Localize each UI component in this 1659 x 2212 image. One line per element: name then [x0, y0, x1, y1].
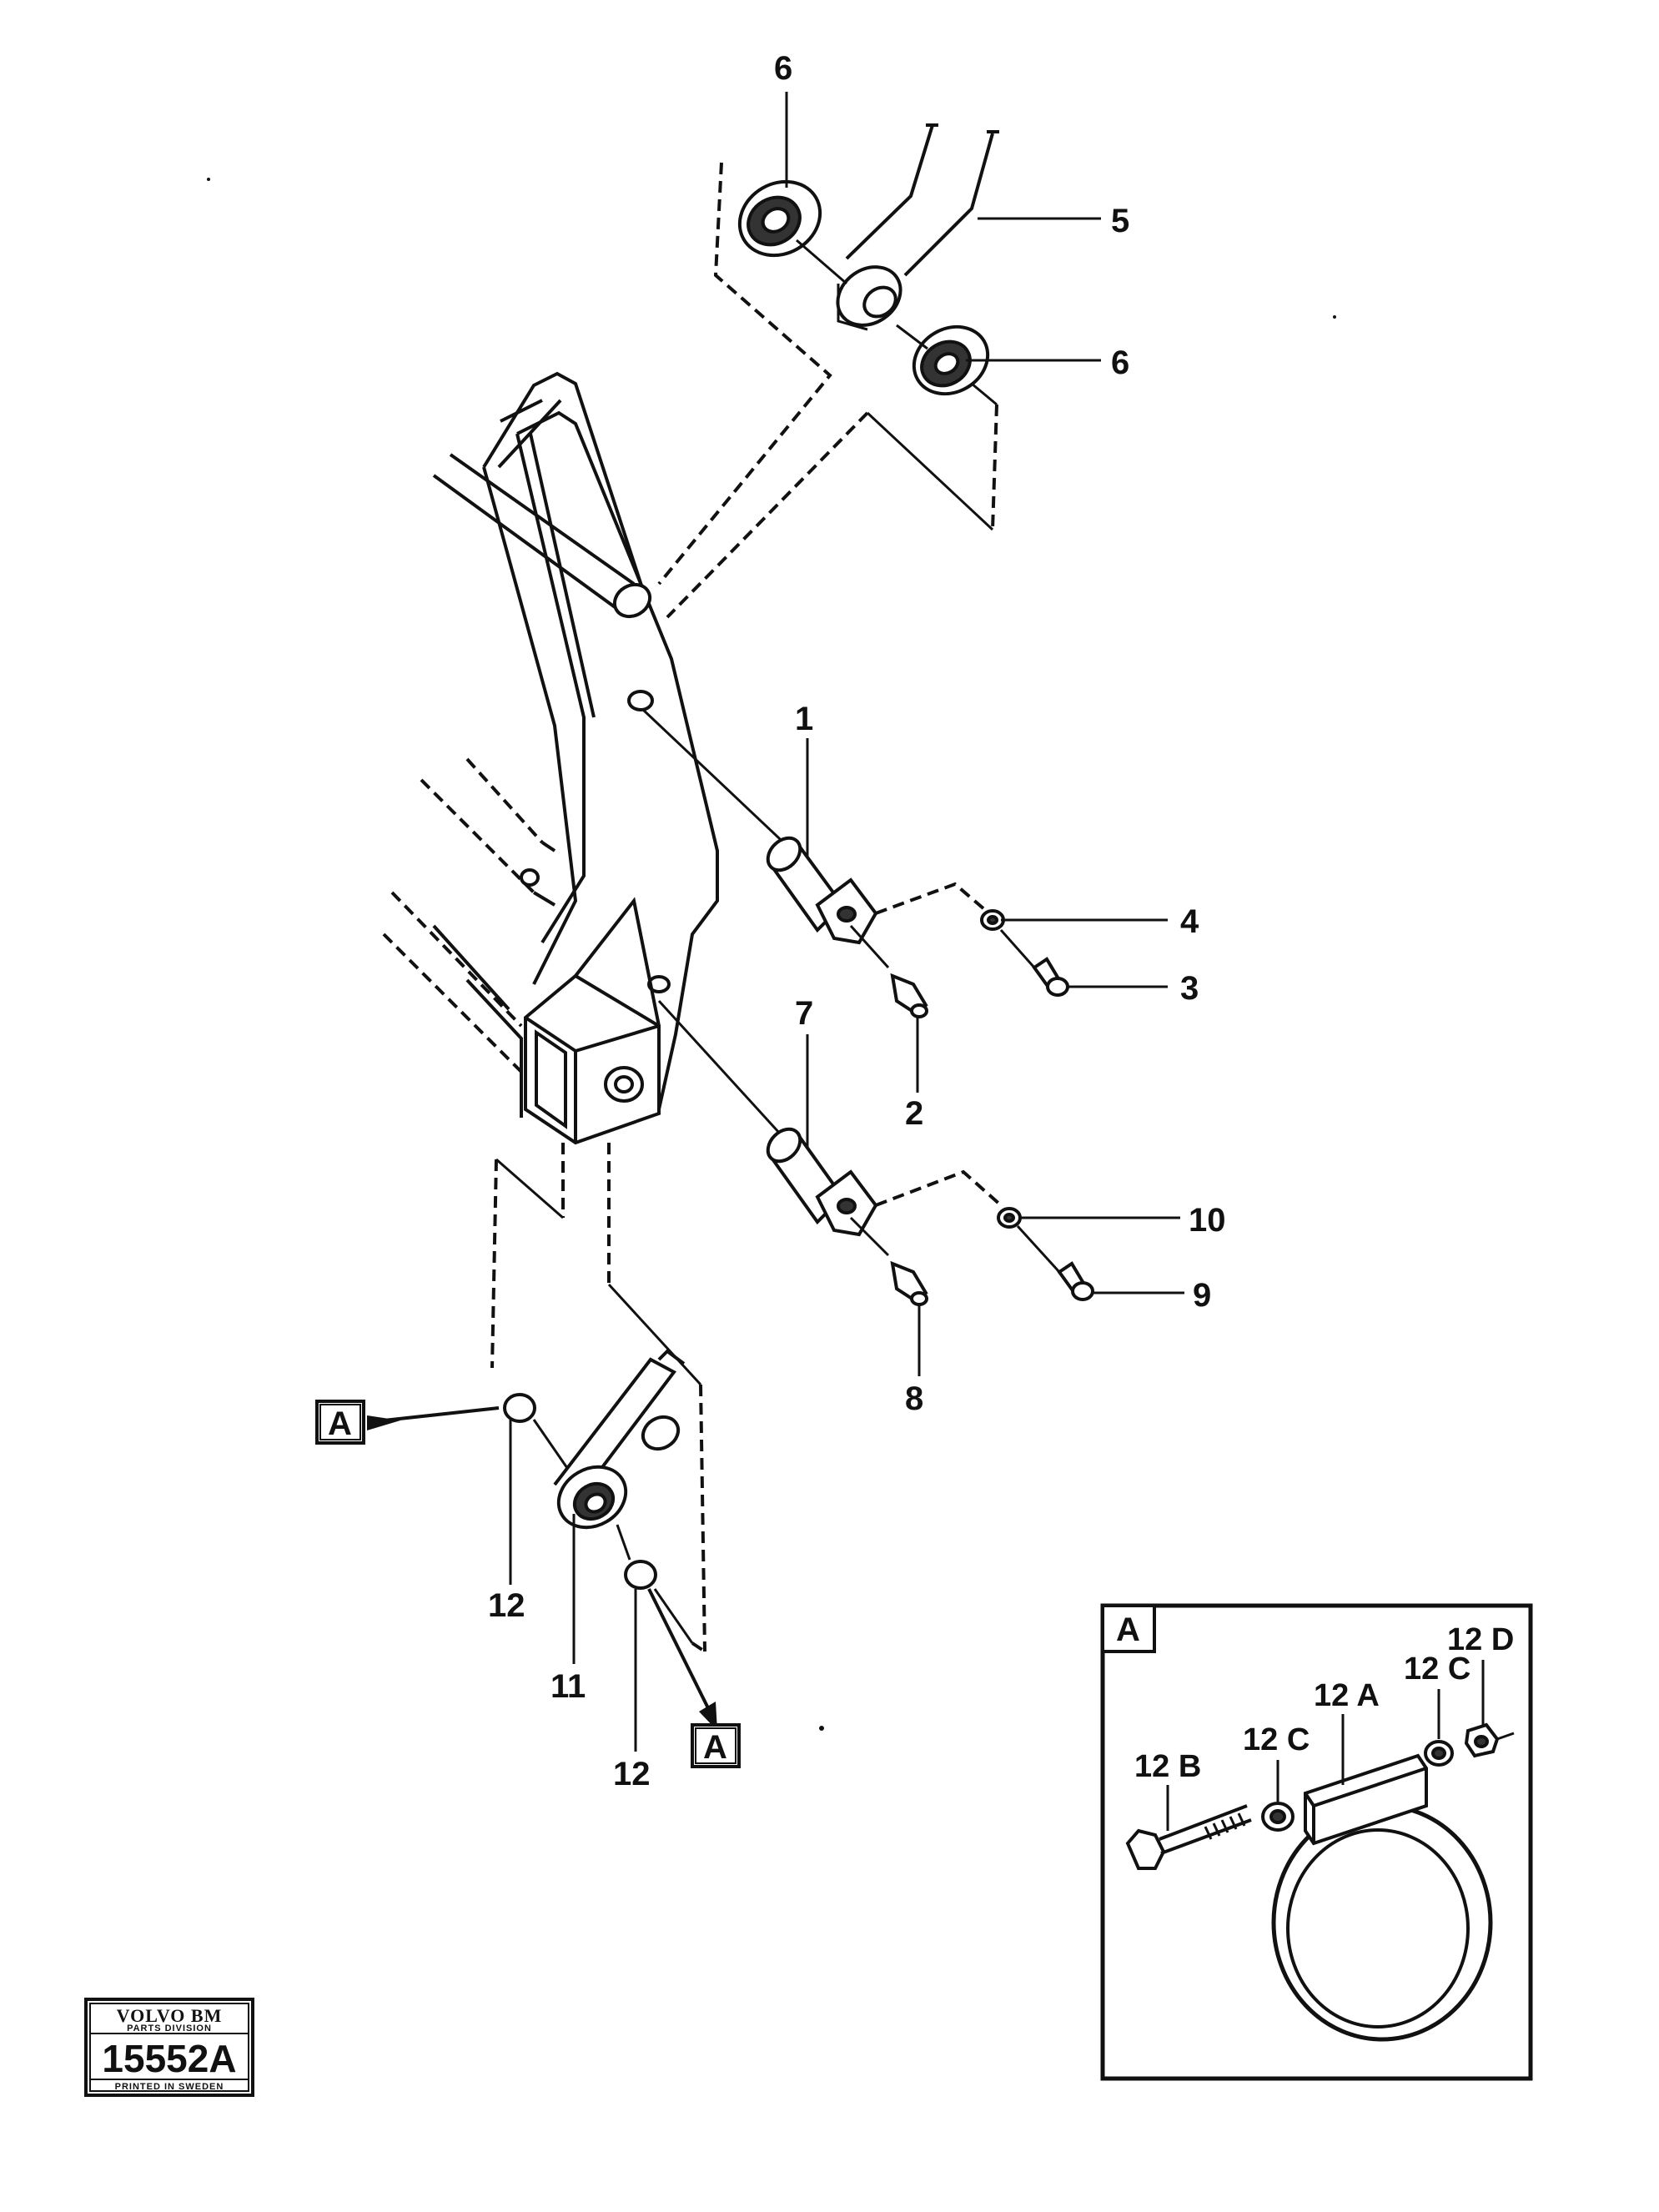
pin-part-7	[766, 1127, 878, 1237]
svg-text:A: A	[328, 1405, 352, 1442]
main-frame	[382, 371, 719, 1145]
bushing-part-6-top	[737, 179, 822, 258]
washer-part-12c-right	[1424, 1740, 1454, 1767]
callout-3: 3	[1180, 970, 1199, 1007]
washer-part-4	[980, 909, 1005, 931]
callout-6-top: 6	[774, 50, 792, 87]
callout-7: 7	[795, 995, 813, 1032]
callout-12-left: 12	[488, 1587, 525, 1624]
bolt-part-12b	[1125, 1804, 1252, 1870]
callout-10: 10	[1189, 1202, 1226, 1239]
clamp-part-12-bottom	[624, 1560, 657, 1590]
callout-9: 9	[1193, 1277, 1211, 1314]
grease-nipple-part-8	[890, 1260, 928, 1306]
reference-a-bottom: A	[691, 1723, 741, 1768]
callout-8: 8	[905, 1380, 923, 1417]
bolt-part-3	[1032, 957, 1069, 997]
inset-label-12d: 12 D	[1447, 1622, 1514, 1657]
reference-a-left: A	[315, 1400, 365, 1445]
callout-4: 4	[1180, 903, 1199, 940]
stamp-number: 15552A	[102, 2037, 236, 2080]
inset-label-12a: 12 A	[1314, 1678, 1380, 1713]
pin-part-1	[766, 836, 878, 945]
clamp-part-12a	[1271, 1753, 1493, 2042]
clamp-part-12-left	[503, 1393, 536, 1423]
inset-label-12c-left: 12 C	[1243, 1722, 1310, 1757]
nut-part-12d	[1464, 1722, 1515, 1758]
stamp-brand: VOLVO BM	[117, 2005, 223, 2026]
inset-label-12c-right: 12 C	[1404, 1651, 1470, 1687]
callout-5: 5	[1111, 203, 1129, 239]
callout-6-bottom: 6	[1111, 344, 1129, 381]
stamp-footer: PRINTED IN SWEDEN	[115, 2082, 224, 2092]
washer-part-10	[997, 1207, 1022, 1229]
inset-reference-a: A	[1116, 1611, 1140, 1648]
grease-nipple-part-2	[890, 973, 928, 1018]
callout-12-bottom: 12	[613, 1756, 651, 1792]
detail-inset-a: A	[1100, 1603, 1533, 2081]
callout-2: 2	[905, 1095, 923, 1132]
bolt-part-9	[1057, 1261, 1094, 1301]
washer-part-12c-left	[1261, 1802, 1295, 1832]
callout-11: 11	[550, 1668, 586, 1705]
volvo-bm-stamp: VOLVO BM PARTS DIVISION 15552A PRINTED I…	[84, 1998, 254, 2097]
bushing-part-6-bottom	[912, 324, 990, 396]
callout-1: 1	[795, 701, 813, 737]
svg-text:A: A	[703, 1729, 727, 1766]
stamp-division: PARTS DIVISION	[127, 2023, 212, 2034]
link-arm-part-5	[836, 123, 999, 331]
inset-label-12b: 12 B	[1134, 1749, 1201, 1784]
link-part-11	[553, 1349, 686, 1543]
